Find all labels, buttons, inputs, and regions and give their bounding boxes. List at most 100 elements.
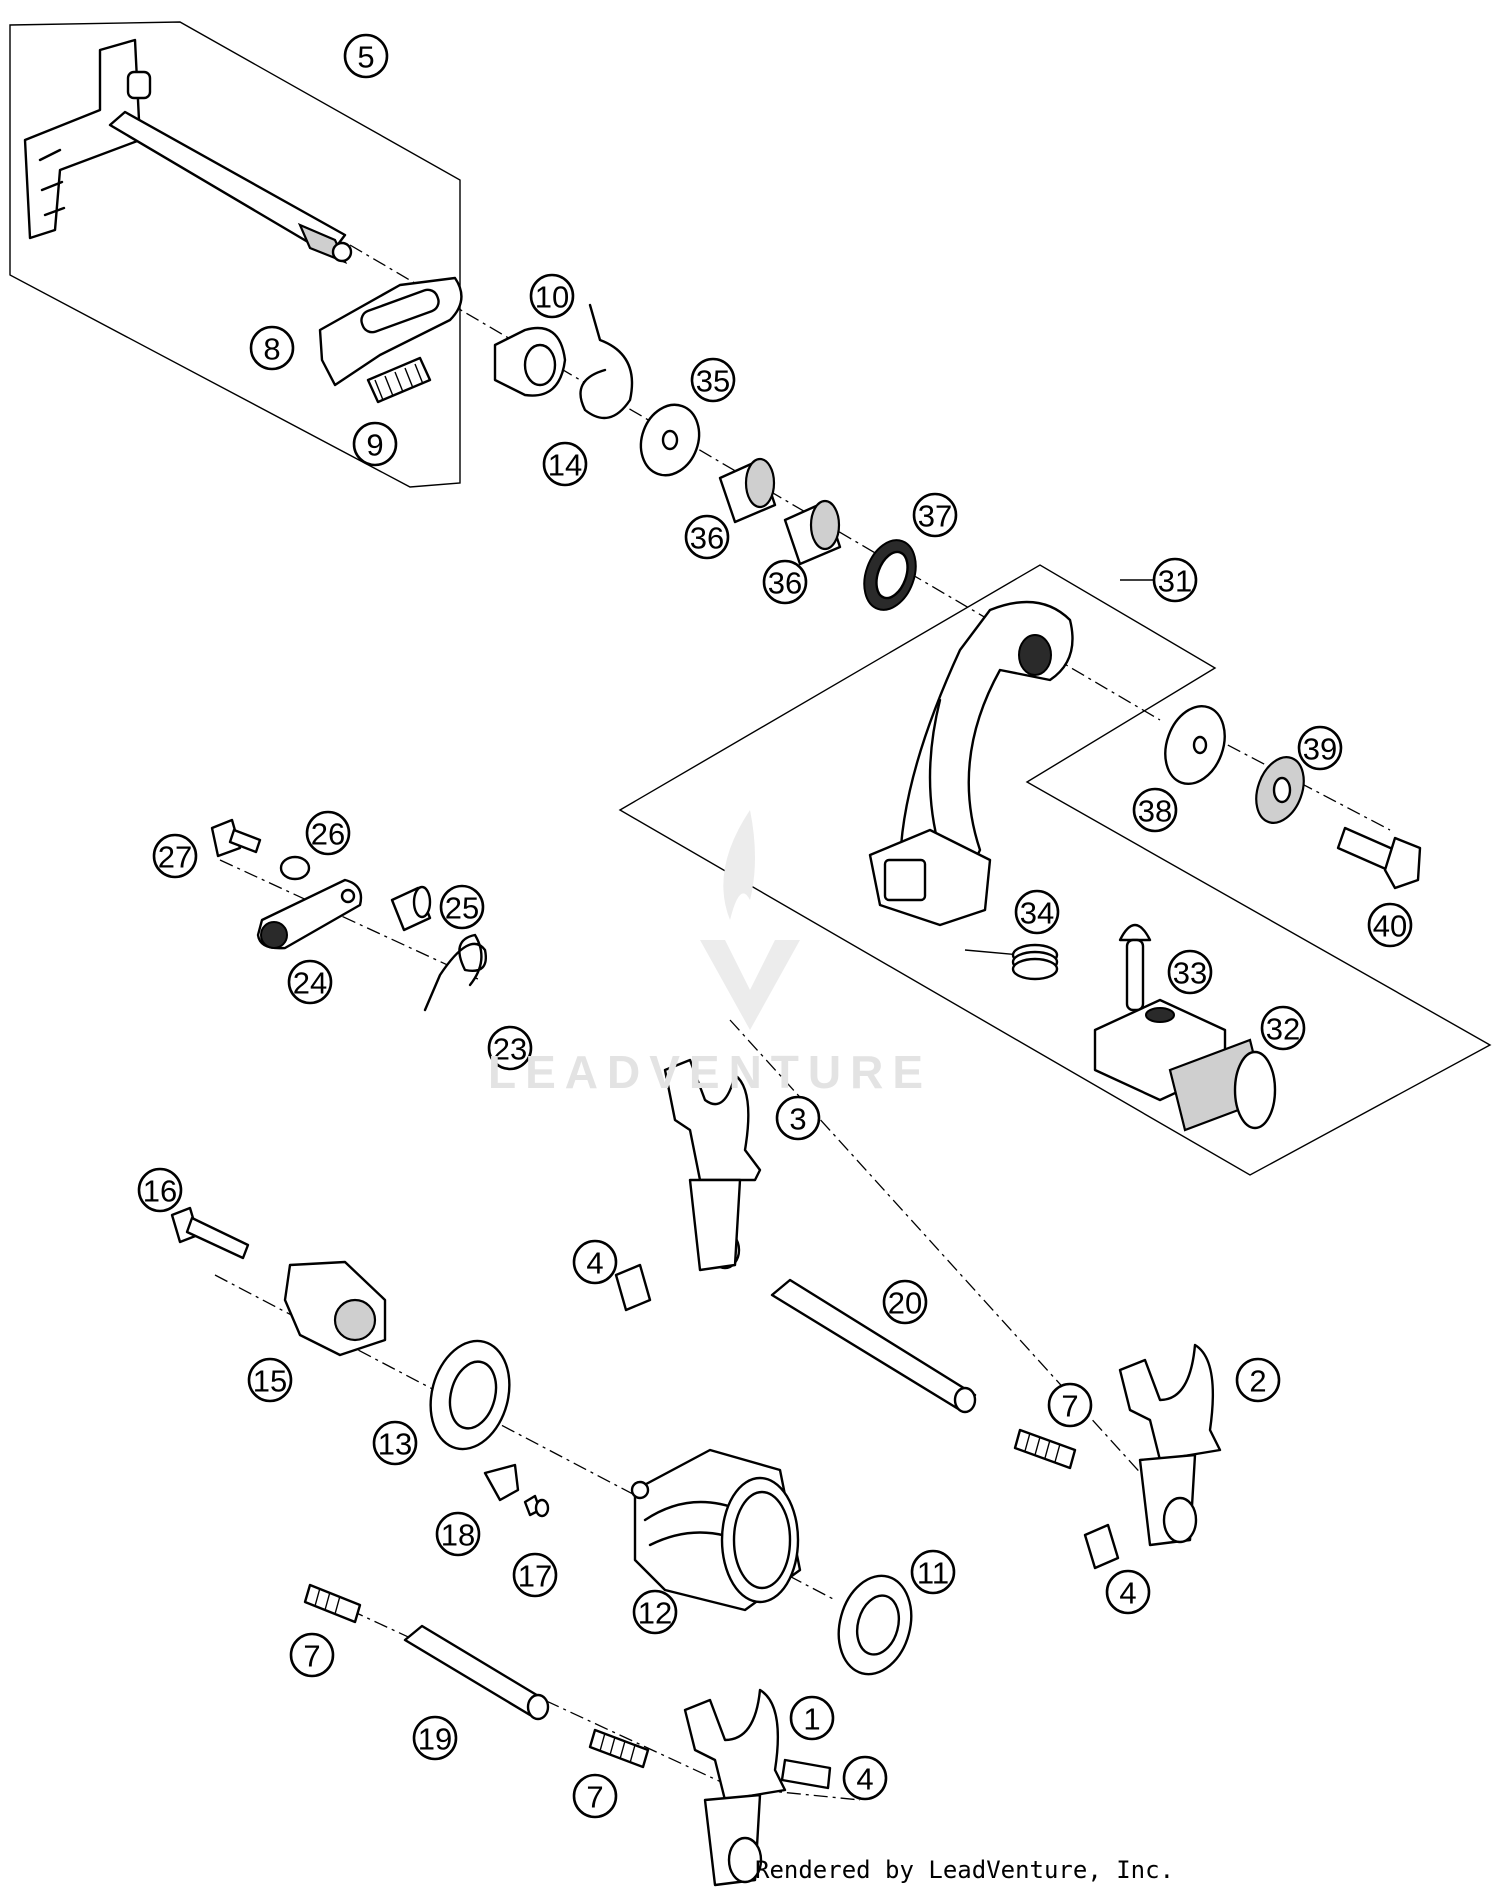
watermark-text: LEADVENTURE bbox=[488, 1046, 933, 1098]
svg-text:31: 31 bbox=[1158, 564, 1192, 599]
svg-text:38: 38 bbox=[1138, 794, 1172, 829]
svg-text:19: 19 bbox=[418, 1722, 452, 1757]
callout-10: 10 bbox=[529, 273, 575, 319]
svg-text:3: 3 bbox=[789, 1102, 806, 1137]
callout-36a: 36 bbox=[684, 514, 730, 560]
bolt-40 bbox=[1336, 826, 1422, 890]
callout-39: 39 bbox=[1297, 725, 1343, 771]
svg-text:20: 20 bbox=[888, 1286, 922, 1321]
washer-35 bbox=[639, 403, 701, 477]
svg-text:23: 23 bbox=[493, 1032, 527, 1067]
spring-9 bbox=[366, 356, 432, 404]
callout-4b: 4 bbox=[1105, 1569, 1151, 1615]
svg-text:15: 15 bbox=[253, 1364, 287, 1399]
svg-text:14: 14 bbox=[548, 448, 582, 483]
bearing-13 bbox=[429, 1339, 511, 1451]
plate-18 bbox=[483, 1463, 520, 1502]
pin-4c bbox=[780, 1758, 832, 1790]
callout-4a: 4 bbox=[572, 1239, 618, 1285]
shift-shaft bbox=[23, 38, 353, 265]
svg-text:35: 35 bbox=[696, 364, 730, 399]
spring-7b bbox=[303, 1583, 362, 1624]
rod-20 bbox=[770, 1278, 977, 1414]
shift-fork-3 bbox=[663, 1058, 762, 1272]
callout-23: 23 bbox=[487, 1025, 533, 1071]
pin-33 bbox=[1118, 923, 1152, 1012]
spring-34 bbox=[964, 943, 1059, 981]
callout-8: 8 bbox=[249, 325, 295, 371]
callout-7b: 7 bbox=[289, 1632, 335, 1678]
svg-text:32: 32 bbox=[1266, 1012, 1300, 1047]
svg-text:24: 24 bbox=[293, 966, 327, 1001]
svg-text:39: 39 bbox=[1303, 732, 1337, 767]
svg-text:34: 34 bbox=[1020, 896, 1054, 931]
svg-text:4: 4 bbox=[1119, 1576, 1136, 1611]
callout-15: 15 bbox=[247, 1357, 293, 1403]
callout-7c: 7 bbox=[572, 1773, 618, 1819]
footpeg-32 bbox=[1093, 998, 1277, 1132]
callout-17: 17 bbox=[512, 1552, 558, 1598]
svg-text:4: 4 bbox=[856, 1762, 873, 1797]
spring-7c bbox=[588, 1728, 650, 1769]
leadventure-logo-icon bbox=[700, 810, 800, 1030]
pin-4b bbox=[1083, 1523, 1120, 1570]
svg-text:33: 33 bbox=[1173, 956, 1207, 991]
pin-4a bbox=[614, 1263, 652, 1312]
callout-1: 1 bbox=[789, 1695, 835, 1741]
svg-text:12: 12 bbox=[638, 1596, 672, 1631]
bolt-27 bbox=[210, 818, 262, 858]
shift-drum-12 bbox=[630, 1448, 802, 1612]
svg-text:40: 40 bbox=[1373, 909, 1407, 944]
bearing-11 bbox=[837, 1574, 913, 1676]
callout-19: 19 bbox=[412, 1715, 458, 1761]
callout-2: 2 bbox=[1235, 1357, 1281, 1403]
svg-text:9: 9 bbox=[366, 428, 383, 463]
group-frame-5 bbox=[9, 21, 461, 488]
callout-16: 16 bbox=[137, 1167, 183, 1213]
credit-text: Rendered by LeadVenture, Inc. bbox=[755, 1856, 1175, 1884]
svg-text:8: 8 bbox=[263, 332, 280, 367]
clip-14 bbox=[579, 303, 634, 420]
callout-31: 31 bbox=[1152, 557, 1198, 603]
shift-lever bbox=[868, 600, 1074, 927]
svg-text:17: 17 bbox=[518, 1559, 552, 1594]
svg-text:25: 25 bbox=[445, 891, 479, 926]
spring-7a bbox=[1013, 1428, 1077, 1470]
screw-17 bbox=[523, 1494, 550, 1518]
svg-text:26: 26 bbox=[311, 817, 345, 852]
callout-20: 20 bbox=[882, 1279, 928, 1325]
shift-plate bbox=[318, 276, 463, 387]
callout-5: 5 bbox=[343, 33, 389, 79]
svg-text:13: 13 bbox=[378, 1427, 412, 1462]
callout-27: 27 bbox=[152, 833, 198, 879]
callout-18: 18 bbox=[435, 1511, 481, 1557]
svg-text:7: 7 bbox=[303, 1639, 320, 1674]
bearing-36a bbox=[718, 457, 777, 524]
washer-26 bbox=[279, 855, 311, 881]
svg-text:36: 36 bbox=[690, 521, 724, 556]
callout-33: 33 bbox=[1167, 949, 1213, 995]
callout-7a: 7 bbox=[1047, 1382, 1093, 1428]
svg-text:5: 5 bbox=[357, 40, 374, 75]
bearing-36b bbox=[783, 499, 842, 566]
callout-26: 26 bbox=[305, 810, 351, 856]
washer-38 bbox=[1164, 705, 1226, 785]
svg-text:37: 37 bbox=[918, 499, 952, 534]
svg-text:10: 10 bbox=[535, 280, 569, 315]
callout-4c: 4 bbox=[842, 1755, 888, 1801]
lock-washer-39 bbox=[1255, 756, 1305, 824]
index-wheel-15 bbox=[283, 1260, 387, 1357]
callout-14: 14 bbox=[542, 441, 588, 487]
svg-text:7: 7 bbox=[586, 1780, 603, 1815]
callout-13: 13 bbox=[372, 1420, 418, 1466]
callout-32: 32 bbox=[1260, 1005, 1306, 1051]
lever-24 bbox=[256, 878, 363, 950]
callout-9: 9 bbox=[352, 421, 398, 467]
callout-25: 25 bbox=[439, 884, 485, 930]
svg-text:36: 36 bbox=[768, 566, 802, 601]
callout-38: 38 bbox=[1132, 787, 1178, 833]
shift-fork-2 bbox=[1118, 1343, 1222, 1547]
callout-11: 11 bbox=[910, 1549, 956, 1595]
svg-text:16: 16 bbox=[143, 1174, 177, 1209]
